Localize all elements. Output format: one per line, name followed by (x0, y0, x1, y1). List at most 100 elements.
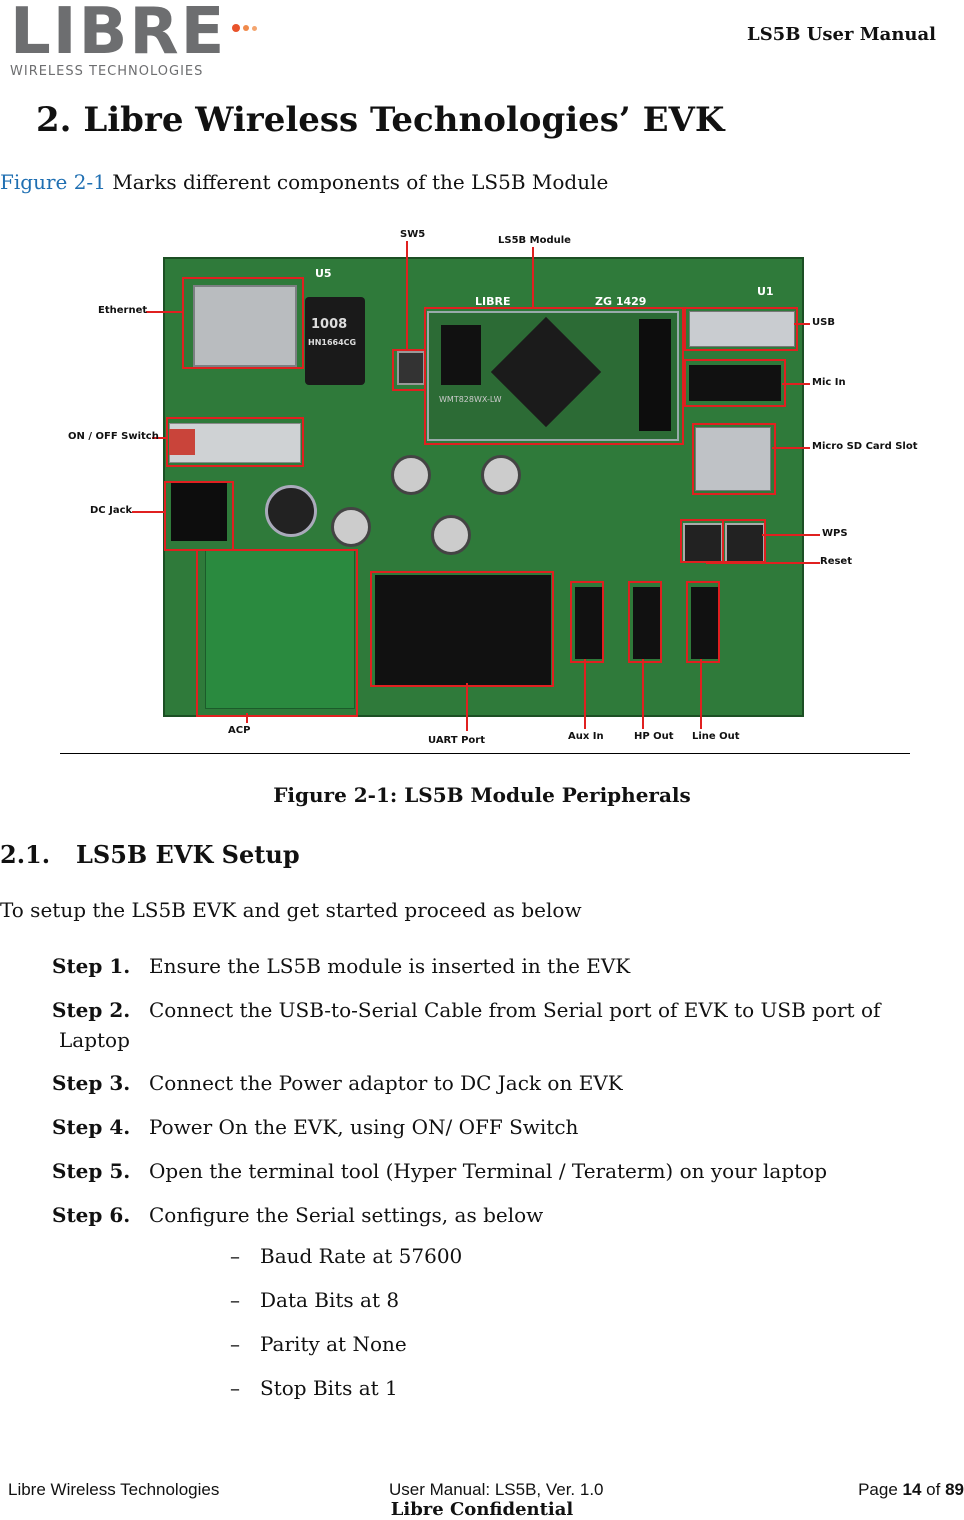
leader-line (706, 562, 820, 564)
list-item: Step 6. Configure the Serial settings, as… (52, 1203, 932, 1247)
highlight-usb (684, 307, 798, 351)
list-item: Step 1.Ensure the LS5B module is inserte… (52, 954, 932, 998)
step-text: Power On the EVK, using ON/ OFF Switch (149, 1115, 579, 1139)
sw5-button (397, 351, 425, 385)
switch-knob (169, 429, 195, 455)
module-marking: WMT828WX-LW (439, 395, 502, 404)
page-num: 14 (902, 1480, 922, 1499)
step-text: Configure the Serial settings, as below (149, 1203, 544, 1227)
leader-line (700, 659, 702, 729)
subsection-heading: 2.1. LS5B EVK Setup (0, 840, 300, 869)
leader-line (532, 247, 534, 307)
leader-line (146, 311, 182, 313)
leader-line (132, 511, 164, 513)
highlight-ethernet (182, 277, 304, 369)
line-out-jack (691, 587, 719, 659)
highlight-reset (722, 519, 766, 563)
setting-text: Parity at None (260, 1332, 407, 1356)
micro-sd-slot (695, 427, 771, 491)
logo-subtitle: WIRELESS TECHNOLOGIES (10, 64, 204, 79)
callout-mic-in: Mic In (812, 377, 846, 388)
setting-text: Data Bits at 8 (260, 1288, 400, 1312)
footer-page-number: Page 14 of 89 (858, 1480, 964, 1500)
subsection-number: 2.1. (0, 840, 51, 869)
logo-wordmark: LIBRE (10, 0, 227, 69)
setting-text: Stop Bits at 1 (260, 1376, 398, 1400)
figure-bottom-rule (60, 753, 910, 754)
footer-confidential: Libre Confidential (390, 1499, 574, 1520)
callout-ls5b-module: LS5B Module (498, 235, 571, 246)
callout-sd-slot: Micro SD Card Slot (812, 441, 918, 452)
list-item: Step 5. Open the terminal tool (Hyper Ter… (52, 1159, 932, 1203)
acp-board (205, 549, 355, 709)
bullet-dash: – (230, 1244, 240, 1268)
ethernet-jack (193, 285, 297, 367)
bullet-dash: – (230, 1288, 240, 1312)
leader-line (246, 713, 248, 723)
callout-hp-out: HP Out (634, 731, 674, 742)
capacitor (331, 507, 371, 547)
capacitor (431, 515, 471, 555)
mic-in-jack (689, 365, 781, 401)
highlight-uart (370, 571, 554, 687)
highlight-ls5b-module (424, 307, 684, 445)
chip-marking-1008: 1008 (311, 317, 348, 332)
step-label: Step 5. (52, 1159, 131, 1183)
callout-ethernet: Ethernet (98, 305, 148, 316)
callout-on-off: ON / OFF Switch (68, 431, 159, 442)
leader-line (466, 683, 468, 731)
transformer-chip: 1008 HN1664CG (305, 297, 365, 385)
page-prefix: Page (858, 1480, 903, 1499)
bullet-dash: – (230, 1332, 240, 1356)
evk-board-figure: U5 U1 1008 HN1664CG LIBRE ZG 1429 WMT828… (60, 225, 918, 755)
step-label: Step 4. (52, 1115, 131, 1139)
setup-steps-list: Step 1.Ensure the LS5B module is inserte… (52, 954, 932, 1247)
callout-aux-in: Aux In (568, 731, 604, 742)
step-text: Connect the Power adaptor to DC Jack on … (149, 1071, 623, 1095)
highlight-wps (680, 519, 724, 563)
list-item: Step 3. Connect the Power adaptor to DC J… (52, 1071, 932, 1115)
step-text: Open the terminal tool (Hyper Terminal /… (149, 1159, 827, 1183)
board-logo-libre: LIBRE (475, 295, 511, 308)
usb-port (689, 311, 795, 347)
callout-acp: ACP (228, 725, 251, 736)
capacitor (391, 455, 431, 495)
callout-uart: UART Port (428, 735, 486, 746)
setting-text: Baud Rate at 57600 (260, 1244, 463, 1268)
list-item: Step 4. Power On the EVK, using ON/ OFF S… (52, 1115, 932, 1159)
company-logo: LIBRE WIRELESS TECHNOLOGIES (10, 0, 260, 82)
callout-sw5: SW5 (400, 229, 426, 240)
ls5b-module: WMT828WX-LW (427, 311, 679, 441)
highlight-dc-jack (164, 481, 234, 551)
dc-jack (171, 483, 227, 541)
step-label: Step 6. (52, 1203, 131, 1227)
step-label: Step 2. (52, 998, 131, 1022)
subsection-title: LS5B EVK Setup (76, 840, 300, 869)
step-text-continued: Laptop (59, 1028, 130, 1052)
footer-company: Libre Wireless Technologies (8, 1480, 220, 1499)
leader-line (642, 659, 644, 729)
setup-intro: To setup the LS5B EVK and get started pr… (0, 898, 582, 922)
figure-reference-link[interactable]: Figure 2-1 (0, 170, 106, 194)
board-marking-zg: ZG 1429 (595, 295, 647, 308)
callout-reset: Reset (820, 556, 852, 567)
list-item: Step 2.Connect the USB-to-Serial Cable f… (52, 998, 932, 1071)
hp-out-jack (633, 587, 661, 659)
callout-usb: USB (812, 317, 835, 328)
uart-port (375, 575, 551, 685)
document-title: LS5B User Manual (747, 24, 936, 45)
board-label-u1: U1 (757, 285, 774, 298)
bullet-dash: – (230, 1376, 240, 1400)
logo-dots (232, 24, 257, 32)
page-of: of (921, 1480, 946, 1499)
highlight-on-off (166, 417, 304, 467)
step-text: Ensure the LS5B module is inserted in th… (149, 954, 631, 978)
evk-board-photo: U5 U1 1008 HN1664CG LIBRE ZG 1429 WMT828… (163, 257, 804, 717)
page-total: 89 (945, 1480, 964, 1499)
figure-caption: Figure 2-1: LS5B Module Peripherals (273, 783, 691, 807)
step-label: Step 3. (52, 1071, 131, 1095)
capacitor (481, 455, 521, 495)
footer-manual: User Manual: LS5B, Ver. 1.0 (389, 1480, 604, 1499)
board-label-u5: U5 (315, 267, 332, 280)
intro-text: Marks different components of the LS5B M… (105, 170, 609, 194)
